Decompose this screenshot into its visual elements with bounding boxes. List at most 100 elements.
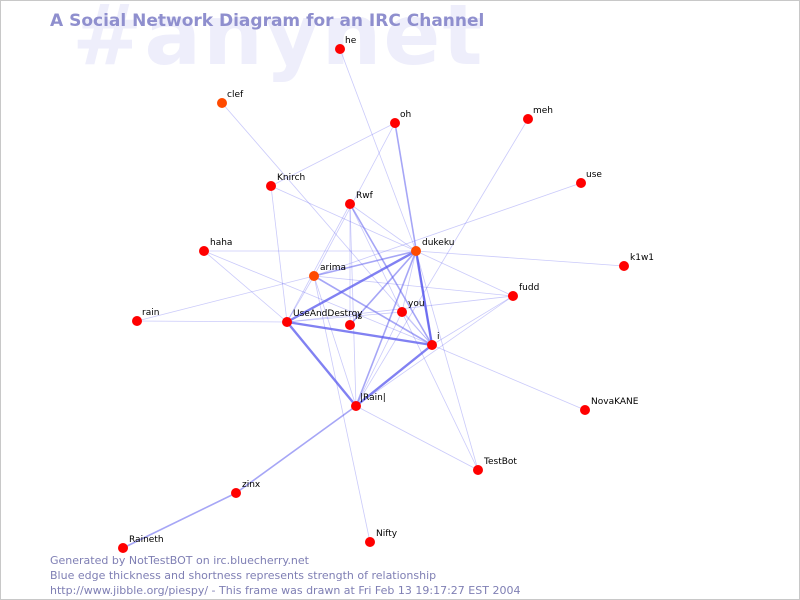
edge-he-dukeku bbox=[339, 48, 417, 252]
edge-i-novakane bbox=[431, 344, 586, 411]
node-label-oh: oh bbox=[400, 110, 411, 120]
footer: Generated by NotTestBOT on irc.bluecherr… bbox=[50, 553, 520, 598]
edge-rwf-dukeku bbox=[349, 203, 417, 252]
edge-rain-zinx bbox=[235, 405, 357, 494]
node-arima bbox=[309, 271, 319, 281]
node-nifty bbox=[365, 537, 375, 547]
edge-you-rain bbox=[355, 311, 403, 407]
edge-knirch-dukeku bbox=[270, 185, 417, 252]
node-label-knirch: Knirch bbox=[277, 173, 305, 183]
footer-legend-note: Blue edge thickness and shortness repres… bbox=[50, 569, 437, 582]
edge-oh-knirch bbox=[270, 122, 396, 187]
edge-use-arima bbox=[313, 182, 582, 277]
edge-dukeku-arima bbox=[313, 250, 417, 277]
edge-clef-i bbox=[221, 102, 433, 346]
node-label-testbot: TestBot bbox=[483, 457, 517, 467]
node-label-haha: haha bbox=[210, 238, 232, 248]
edge-arima-fudd bbox=[313, 275, 514, 297]
edge-rwf-i bbox=[349, 203, 433, 346]
footer-generated-by: Generated by NotTestBOT on irc.bluecherr… bbox=[50, 554, 309, 567]
node-novakane bbox=[580, 405, 590, 415]
edge-dukeku-k1w1 bbox=[415, 250, 625, 267]
edge-rwf-testbot bbox=[349, 203, 479, 471]
channel-watermark: #anynet bbox=[72, 0, 485, 84]
node-raineth bbox=[118, 543, 128, 553]
node-label-dukeku: dukeku bbox=[422, 238, 454, 248]
edge-i-rain bbox=[355, 344, 433, 407]
edge-arima-i bbox=[313, 275, 433, 346]
node-label-raineth: Raineth bbox=[129, 535, 164, 545]
edge-arima-nifty bbox=[313, 275, 371, 543]
edge-useanddestroy-i bbox=[286, 320, 433, 347]
node-label-arima: arima bbox=[320, 263, 346, 273]
node-label-i: i bbox=[437, 332, 440, 342]
diagram-title: A Social Network Diagram for an IRC Chan… bbox=[50, 11, 485, 31]
node-label-you: you bbox=[408, 299, 425, 309]
edge-rwf-rain bbox=[349, 203, 357, 407]
edge-fudd-rain bbox=[355, 295, 514, 407]
node-you bbox=[397, 307, 407, 317]
edge-zinx-raineth bbox=[122, 492, 237, 549]
node-label-meh: meh bbox=[533, 106, 553, 116]
edge-dukeku-useanddestroy bbox=[286, 249, 417, 324]
nodes-layer bbox=[118, 44, 629, 553]
node-dukeku bbox=[411, 246, 421, 256]
footer-timestamp: http://www.jibble.org/piespy/ - This fra… bbox=[50, 584, 521, 597]
edge-rwf-useanddestroy bbox=[286, 203, 351, 323]
node-label-useanddestroy: UseAndDestroy bbox=[293, 309, 363, 319]
node-useanddestroy bbox=[282, 317, 292, 327]
edge-dukeku-testbot bbox=[415, 250, 479, 471]
node-rwf bbox=[345, 199, 355, 209]
node-oh bbox=[390, 118, 400, 128]
node-haha bbox=[199, 246, 209, 256]
node-testbot bbox=[473, 465, 483, 475]
node-label-k1w1: k1w1 bbox=[630, 253, 654, 263]
edge-you-i bbox=[401, 311, 433, 346]
edge-oh-arima bbox=[313, 122, 396, 277]
node-is bbox=[345, 320, 355, 330]
node-label-fudd: fudd bbox=[519, 283, 539, 293]
edge-dukeku-fudd bbox=[415, 250, 514, 297]
node-he bbox=[335, 44, 345, 54]
edge-fudd-i bbox=[431, 295, 514, 346]
edge-haha-i bbox=[203, 250, 433, 346]
edge-dukeku-i bbox=[414, 250, 434, 346]
node-label-novakane: NovaKANE bbox=[591, 397, 639, 407]
node-clef bbox=[217, 98, 227, 108]
edge-knirch-useanddestroy bbox=[270, 185, 288, 323]
node-rain bbox=[132, 316, 142, 326]
node-k1w1 bbox=[619, 261, 629, 271]
node-use bbox=[576, 178, 586, 188]
edge-rain-testbot bbox=[355, 405, 479, 471]
edge-useanddestroy-rain bbox=[286, 321, 357, 407]
node-label-he: he bbox=[345, 36, 357, 46]
node-label-clef: clef bbox=[227, 90, 244, 100]
node-meh bbox=[523, 114, 533, 124]
node-label-rwf: Rwf bbox=[356, 191, 374, 201]
node-zinx bbox=[231, 488, 241, 498]
edge-rain-useanddestroy bbox=[136, 320, 288, 323]
edge-useanddestroy-haha bbox=[203, 250, 288, 323]
node-knirch bbox=[266, 181, 276, 191]
edge-arima-rain bbox=[136, 275, 315, 322]
edge-useanddestroy-you bbox=[286, 311, 403, 323]
edge-arima-useanddestroy bbox=[286, 275, 315, 323]
edge-dukeku-rain bbox=[355, 250, 417, 407]
node-label-zinx: zinx bbox=[242, 480, 261, 490]
edge-arima-rain bbox=[313, 275, 357, 407]
node-label-rain: |Rain| bbox=[360, 393, 386, 403]
node-label-is: is bbox=[355, 312, 363, 322]
node-i bbox=[427, 340, 437, 350]
node-label-nifty: Nifty bbox=[376, 529, 398, 539]
node-label-rain: rain bbox=[142, 308, 159, 318]
edge-dukeku-is bbox=[349, 250, 417, 326]
node-rain bbox=[351, 401, 361, 411]
edge-meh-rain bbox=[355, 118, 529, 407]
node-fudd bbox=[508, 291, 518, 301]
edge-dukeku-you bbox=[401, 250, 417, 313]
node-label-use: use bbox=[586, 170, 602, 180]
edges-layer bbox=[122, 48, 625, 549]
